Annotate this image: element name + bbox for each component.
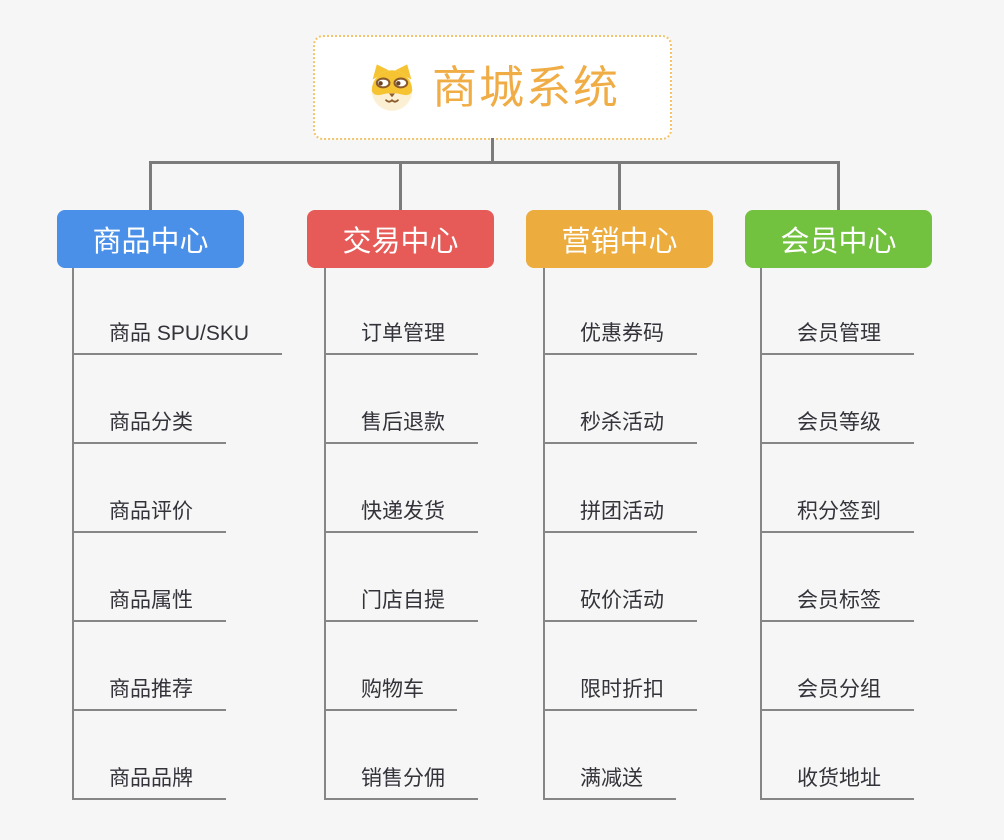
leaf-label: 商品分类: [74, 411, 226, 444]
leaf-label: 商品 SPU/SKU: [74, 322, 283, 355]
dog-face-icon: [365, 61, 419, 115]
leaf-label: 商品推荐: [74, 678, 226, 711]
leaf-label: 秒杀活动: [545, 411, 697, 444]
leaf-item[interactable]: 会员管理: [762, 268, 914, 355]
leaf-label: 会员分组: [762, 678, 914, 711]
leaf-label: 优惠券码: [545, 322, 697, 355]
connector-root-drop: [491, 138, 494, 164]
leaf-label: 收货地址: [762, 767, 914, 800]
leaf-item[interactable]: 商品分类: [74, 355, 282, 444]
leaf-item[interactable]: 销售分佣: [326, 711, 478, 800]
connector-drop-marketing: [618, 162, 621, 210]
leaf-item[interactable]: 快递发货: [326, 444, 478, 533]
leaf-item[interactable]: 砍价活动: [545, 533, 697, 622]
connector-drop-trade: [399, 162, 402, 210]
branch-label: 会员中心: [780, 226, 897, 258]
leaf-item[interactable]: 商品评价: [74, 444, 282, 533]
leaf-label: 购物车: [326, 678, 457, 711]
branch-leaves-goods: 商品 SPU/SKU 商品分类 商品评价 商品属性 商品推荐 商品品牌: [72, 268, 283, 800]
connector-drop-goods: [149, 162, 152, 210]
leaf-label: 会员等级: [762, 411, 914, 444]
leaf-label: 快递发货: [326, 500, 478, 533]
leaf-label: 商品属性: [74, 589, 226, 622]
connector-horizontal: [149, 161, 840, 164]
leaf-item[interactable]: 积分签到: [762, 444, 914, 533]
leaf-item[interactable]: 商品 SPU/SKU: [74, 268, 283, 355]
root-node[interactable]: 商城系统: [313, 35, 672, 140]
branch-label: 营销中心: [561, 226, 678, 258]
branch-header-trade-center[interactable]: 交易中心: [307, 210, 494, 268]
branch-leaves-marketing: 优惠券码 秒杀活动 拼团活动 砍价活动 限时折扣 满减送: [543, 268, 697, 800]
branch-header-member-center[interactable]: 会员中心: [745, 210, 932, 268]
leaf-item[interactable]: 商品属性: [74, 533, 282, 622]
leaf-item[interactable]: 商品品牌: [74, 711, 282, 800]
leaf-label: 满减送: [545, 767, 676, 800]
leaf-label: 会员标签: [762, 589, 914, 622]
leaf-item[interactable]: 会员标签: [762, 533, 914, 622]
leaf-label: 销售分佣: [326, 767, 478, 800]
leaf-label: 商品评价: [74, 500, 226, 533]
leaf-item[interactable]: 门店自提: [326, 533, 478, 622]
leaf-label: 限时折扣: [545, 678, 697, 711]
connector-drop-member: [837, 162, 840, 210]
leaf-label: 门店自提: [326, 589, 478, 622]
leaf-label: 售后退款: [326, 411, 478, 444]
leaf-item[interactable]: 会员分组: [762, 622, 914, 711]
leaf-label: 砍价活动: [545, 589, 697, 622]
leaf-item[interactable]: 购物车: [326, 622, 478, 711]
branch-leaves-trade: 订单管理 售后退款 快递发货 门店自提 购物车 销售分佣: [324, 268, 478, 800]
branch-leaves-member: 会员管理 会员等级 积分签到 会员标签 会员分组 收货地址: [760, 268, 914, 800]
leaf-item[interactable]: 限时折扣: [545, 622, 697, 711]
branch-label: 商品中心: [92, 226, 209, 258]
leaf-label: 订单管理: [326, 322, 478, 355]
leaf-item[interactable]: 秒杀活动: [545, 355, 697, 444]
leaf-item[interactable]: 优惠券码: [545, 268, 697, 355]
leaf-item[interactable]: 拼团活动: [545, 444, 697, 533]
leaf-label: 拼团活动: [545, 500, 697, 533]
leaf-item[interactable]: 订单管理: [326, 268, 478, 355]
branch-label: 交易中心: [342, 226, 459, 258]
root-title: 商城系统: [431, 62, 620, 113]
leaf-label: 商品品牌: [74, 767, 226, 800]
leaf-item[interactable]: 售后退款: [326, 355, 478, 444]
leaf-item[interactable]: 商品推荐: [74, 622, 282, 711]
leaf-item[interactable]: 会员等级: [762, 355, 914, 444]
leaf-item[interactable]: 收货地址: [762, 711, 914, 800]
leaf-label: 会员管理: [762, 322, 914, 355]
branch-header-goods-center[interactable]: 商品中心: [57, 210, 244, 268]
leaf-label: 积分签到: [762, 500, 914, 533]
branch-header-marketing-center[interactable]: 营销中心: [526, 210, 713, 268]
leaf-item[interactable]: 满减送: [545, 711, 697, 800]
